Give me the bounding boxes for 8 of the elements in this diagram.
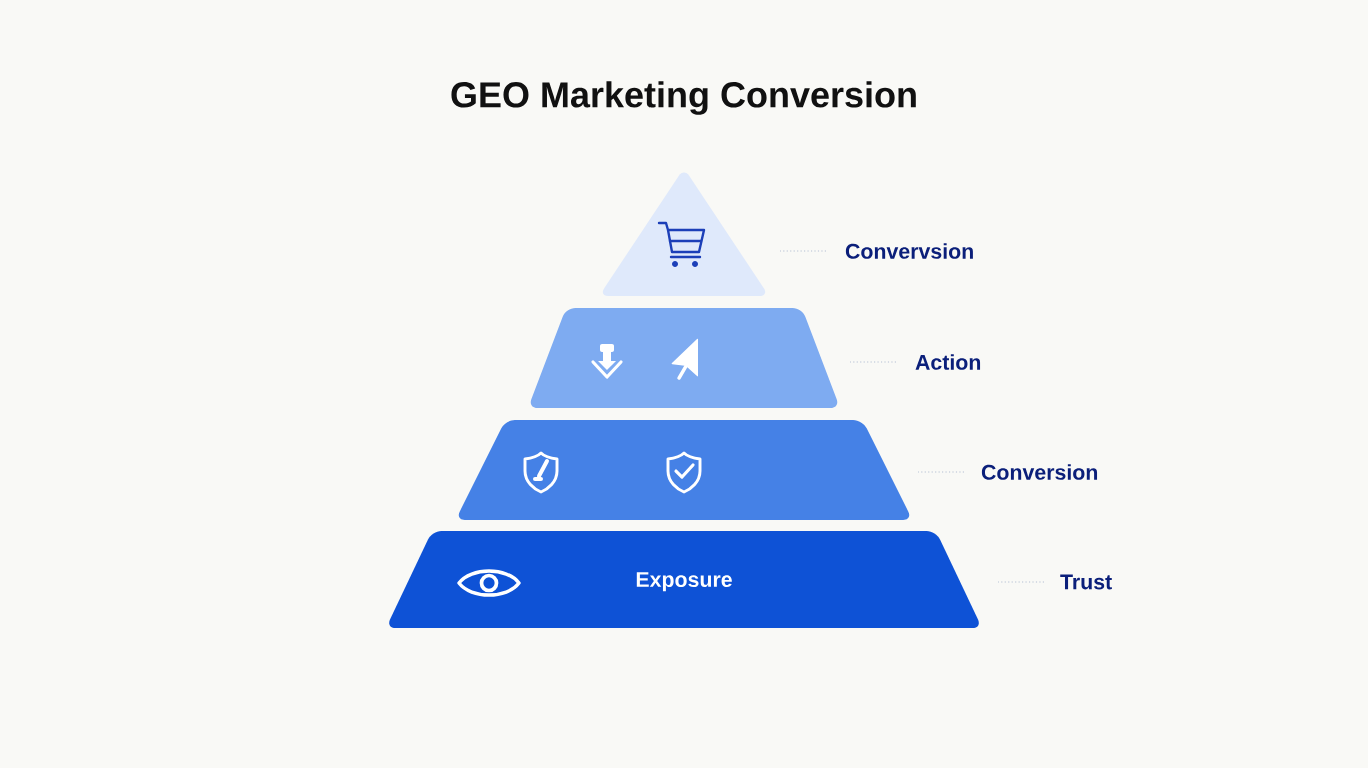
pyramid-level: [530, 308, 838, 408]
side-label: Conversion: [981, 464, 1098, 480]
pyramid-level: [602, 172, 766, 296]
side-label: Action: [915, 354, 981, 370]
pyramid-level: Exposure: [389, 531, 979, 628]
side-label: Convervsion: [845, 243, 973, 259]
title: GEO Marketing Conversion: [451, 81, 916, 115]
side-label: Trust: [1060, 574, 1112, 590]
